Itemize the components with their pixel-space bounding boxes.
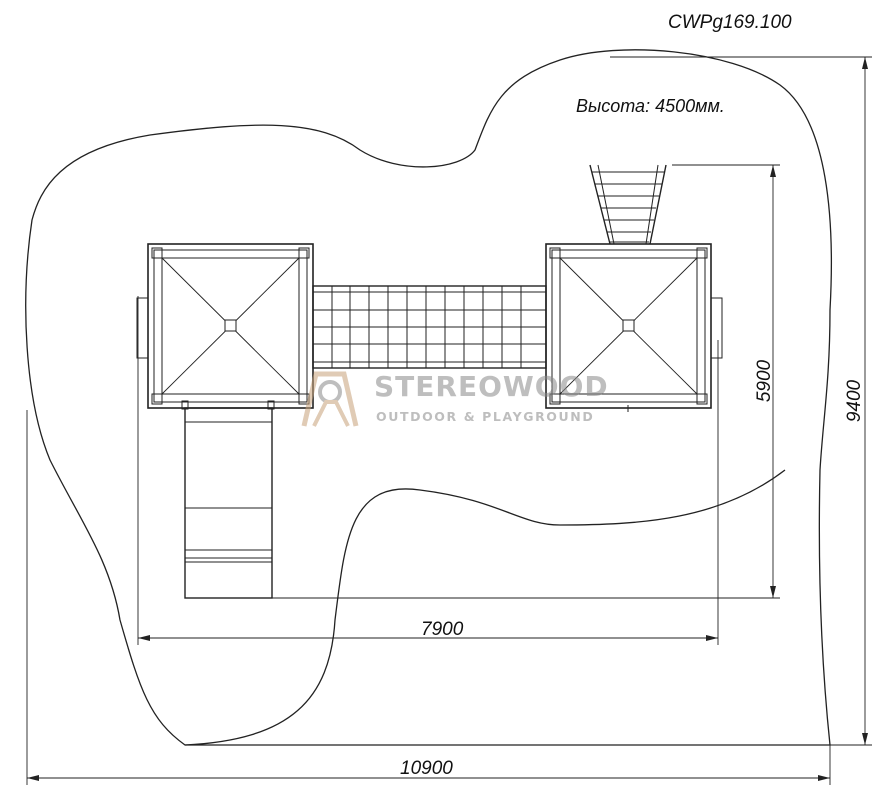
drawing-code: CWPg169.100	[668, 12, 792, 33]
dimension-outer-width	[26, 410, 831, 785]
inner-width-label: 7900	[421, 619, 464, 640]
ladder	[589, 164, 667, 245]
logo-tagline: OUTDOOR & PLAYGROUND	[376, 409, 595, 424]
outer-width-label: 10900	[400, 758, 453, 779]
left-tower	[136, 243, 314, 409]
dimension-outer-height	[610, 56, 872, 746]
logo-wordmark: STEREOWOOD	[374, 370, 609, 403]
outer-height-label: 9400	[844, 379, 865, 423]
height-note: Высота: 4500мм.	[576, 96, 725, 116]
bridge	[312, 285, 547, 369]
inner-height-label: 5900	[754, 359, 775, 403]
stereowood-logo: STEREOWOOD OUTDOOR & PLAYGROUND	[296, 366, 609, 432]
logo-mark-icon	[301, 371, 359, 427]
safety-zone-inner	[184, 469, 786, 746]
dimension-inner-width	[137, 296, 719, 645]
safety-zone-outline	[25, 49, 833, 746]
dimension-inner-height	[272, 164, 780, 599]
slide	[181, 400, 275, 599]
